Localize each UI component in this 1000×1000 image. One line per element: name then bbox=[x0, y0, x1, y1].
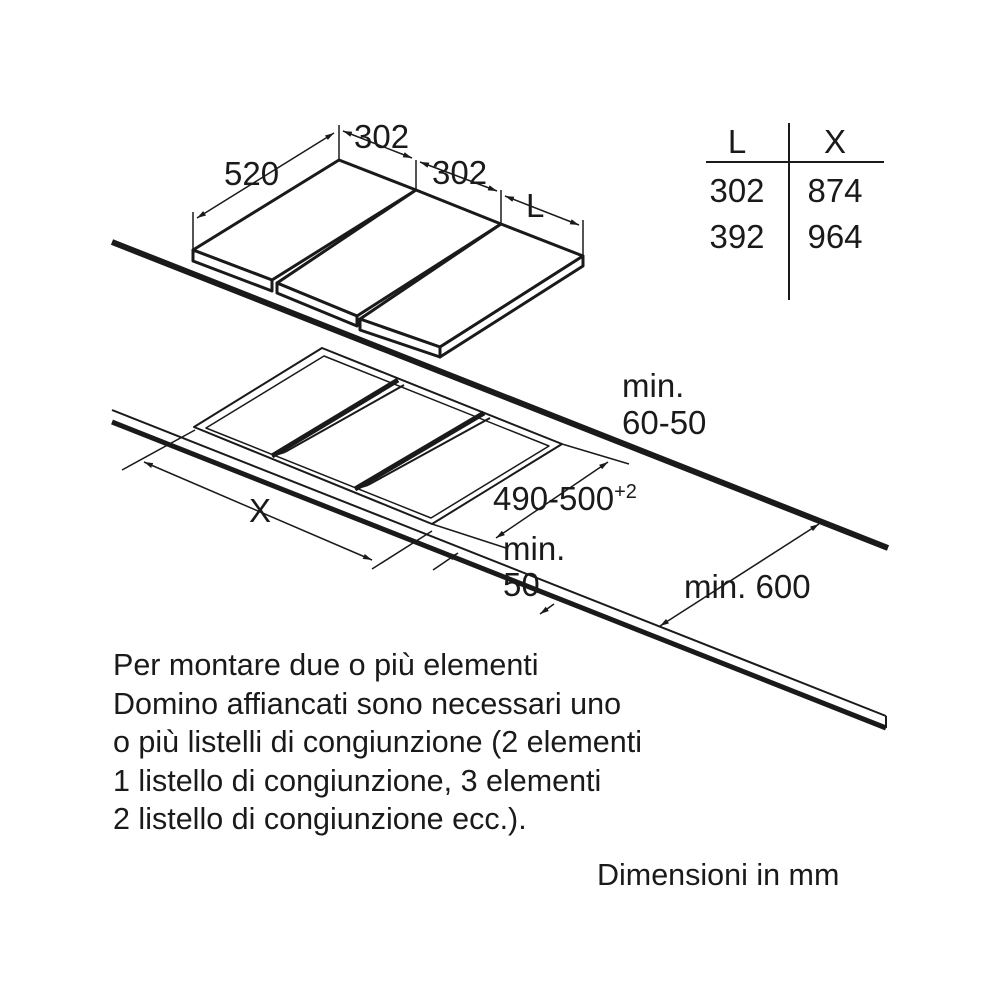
width-second-label: 302 bbox=[432, 154, 487, 191]
cutout-dimension-labels: X 490-500+2 min. 50 min. 60-50 min. 600 bbox=[249, 367, 811, 605]
worktop-back-edge bbox=[110, 239, 890, 551]
connecting-strip-1 bbox=[270, 377, 405, 459]
dimension-table: L X 302 874 392 964 bbox=[706, 123, 884, 300]
rear-clearance-label: min. bbox=[622, 367, 684, 404]
table-cell: 302 bbox=[709, 172, 764, 209]
connecting-strip-2 bbox=[353, 410, 491, 492]
worktop-depth-label: min. 600 bbox=[684, 568, 811, 605]
cutout-width-label: X bbox=[249, 492, 271, 529]
module-dimension-labels: 520 302 302 L bbox=[224, 118, 544, 224]
note-line: 2 listello di congiunzione ecc.). bbox=[113, 802, 527, 836]
cutout-dimension-lines bbox=[121, 429, 820, 627]
cutout-depth-value: 490-500 bbox=[493, 480, 614, 517]
width-first-label: 302 bbox=[354, 118, 409, 155]
table-header-l: L bbox=[728, 123, 746, 160]
note-line: Per montare due o più elementi bbox=[113, 648, 539, 682]
depth-label: 520 bbox=[224, 155, 279, 192]
front-clearance-label: min. bbox=[503, 530, 565, 567]
cutout-depth-label: 490-500+2 bbox=[493, 480, 637, 517]
table-cell: 964 bbox=[807, 218, 862, 255]
note-line: 1 listello di congiunzione, 3 elementi bbox=[113, 763, 602, 798]
table-header-x: X bbox=[824, 123, 846, 160]
note-line: o più listelli di congiunzione (2 elemen… bbox=[113, 725, 642, 759]
hob-module-2 bbox=[275, 188, 503, 328]
units-label: Dimensioni in mm bbox=[597, 858, 840, 892]
installation-note: Per montare due o più elementi Domino af… bbox=[113, 646, 642, 839]
module-dimension-lines bbox=[192, 125, 584, 256]
cutout-depth-tolerance: +2 bbox=[614, 481, 637, 503]
width-last-label: L bbox=[526, 187, 544, 224]
rear-clearance-value: 60-50 bbox=[622, 404, 706, 441]
table-cell: 392 bbox=[709, 218, 764, 255]
note-line: Domino affiancati sono necessari uno bbox=[113, 686, 622, 721]
front-clearance-value: 50 bbox=[503, 566, 540, 603]
table-cell: 874 bbox=[807, 172, 862, 209]
